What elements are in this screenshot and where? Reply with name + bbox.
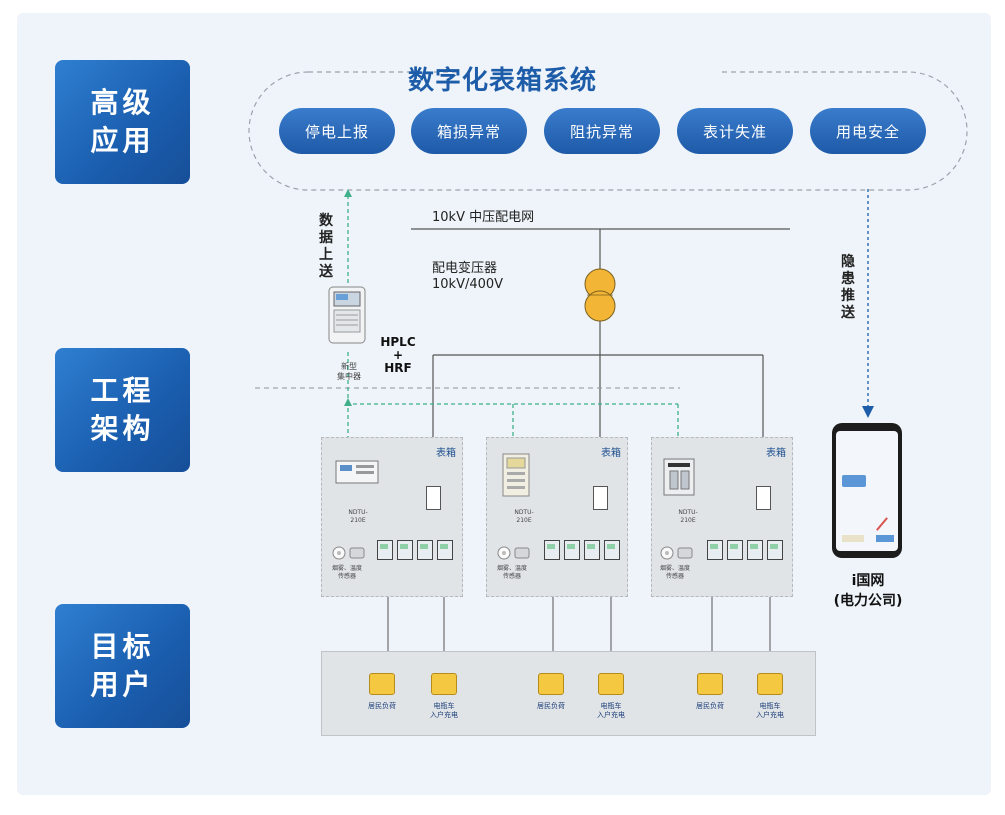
category-advanced-apps-line1: 高级 — [90, 86, 155, 119]
meter-icon — [377, 540, 393, 560]
concentrator-label-line1: 新型 — [341, 362, 357, 371]
ev-charging-icon — [598, 673, 624, 695]
app-impedance-anomaly[interactable]: 阻抗异常 — [544, 108, 660, 154]
ev-charging-icon — [431, 673, 457, 695]
phone-app-name: i国网 — [851, 573, 885, 589]
meter-icon — [604, 540, 620, 560]
risk-push-label: 隐患推送 — [841, 254, 855, 321]
breaker-icon — [593, 486, 608, 510]
system-title: 数字化表箱系统 — [407, 66, 597, 96]
comm-plus: + — [392, 348, 404, 362]
ev-charging-label: 电瓶车 入户充电 — [756, 702, 784, 719]
meter-icon — [417, 540, 433, 560]
category-advanced-apps-line2: 应用 — [90, 124, 155, 157]
category-target-users-line1: 目标 — [90, 630, 155, 663]
resident-load-label: 居民负荷 — [537, 702, 565, 710]
ev-charging-icon — [757, 673, 783, 695]
app-electrical-safety[interactable]: 用电安全 — [810, 108, 926, 154]
meter-icon — [437, 540, 453, 560]
sensor-icon — [660, 546, 693, 560]
sensor-icon — [497, 546, 530, 560]
resident-load-icon — [369, 673, 395, 695]
meter-box-title: 表箱 — [436, 448, 456, 459]
transformer-label: 配电变压器 — [432, 261, 498, 276]
phone-icon — [832, 423, 902, 558]
meter-icon — [397, 540, 413, 560]
category-engineering-line2: 架构 — [90, 412, 155, 445]
ev-charging-label: 电瓶车 入户充电 — [430, 702, 458, 719]
breaker-icon — [756, 486, 771, 510]
concentrator-label: 新型 集中器 — [331, 362, 367, 382]
meter-box-1: 表箱 — [321, 437, 463, 597]
resident-load-label: 居民负荷 — [368, 702, 396, 710]
meter-icon — [544, 540, 560, 560]
meter-icon — [564, 540, 580, 560]
resident-load-label: 居民负荷 — [696, 702, 724, 710]
sensor-label: 烟雾、温度 传感器 — [496, 565, 527, 580]
comm-protocol: HPLC + HRF — [378, 336, 418, 375]
ndtu-device-icon — [663, 458, 695, 496]
mv-grid-label: 10kV 中压配电网 — [432, 210, 535, 225]
resident-load-icon — [538, 673, 564, 695]
ndtu-device-icon — [335, 460, 379, 484]
transformer-rating: 10kV/400V — [432, 277, 504, 292]
app-box-damage-anomaly[interactable]: 箱损异常 — [411, 108, 527, 154]
title-background — [459, 54, 719, 94]
ndtu-label: NDTU- 210E — [514, 509, 534, 524]
category-target-users: 目标 用户 — [55, 604, 190, 728]
sensor-label: 烟雾、温度 传感器 — [659, 565, 690, 580]
sensor-label: 烟雾、温度 传感器 — [331, 565, 362, 580]
meter-icon — [707, 540, 723, 560]
ndtu-device-icon — [502, 453, 530, 497]
category-engineering-line1: 工程 — [90, 374, 155, 407]
meter-icon — [727, 540, 743, 560]
ev-charging-label: 电瓶车 入户充电 — [597, 702, 625, 719]
comm-hplc: HPLC — [380, 335, 416, 349]
transformer-coil-bottom — [584, 290, 616, 322]
phone-caption: i国网 (电力公司) — [818, 571, 918, 611]
app-meter-inaccuracy[interactable]: 表计失准 — [677, 108, 793, 154]
phone-company: (电力公司) — [833, 593, 903, 609]
meter-icon — [747, 540, 763, 560]
resident-load-icon — [697, 673, 723, 695]
ndtu-label: NDTU- 210E — [348, 509, 368, 524]
meter-box-title: 表箱 — [601, 448, 621, 459]
category-advanced-apps: 高级 应用 — [55, 60, 190, 184]
ndtu-label: NDTU- 210E — [678, 509, 698, 524]
concentrator-label-line2: 集中器 — [337, 372, 361, 381]
breaker-icon — [426, 486, 441, 510]
meter-box-title: 表箱 — [766, 448, 786, 459]
meter-icon — [767, 540, 783, 560]
category-engineering: 工程 架构 — [55, 348, 190, 472]
user-area — [321, 651, 816, 736]
concentrator-icon — [328, 286, 366, 344]
category-target-users-line2: 用户 — [90, 668, 155, 701]
meter-icon — [584, 540, 600, 560]
data-upload-label: 数据上送 — [319, 213, 333, 280]
sensor-icon — [332, 546, 365, 560]
phone-screen — [836, 431, 898, 551]
comm-hrf: HRF — [384, 361, 412, 375]
app-power-outage-report[interactable]: 停电上报 — [279, 108, 395, 154]
